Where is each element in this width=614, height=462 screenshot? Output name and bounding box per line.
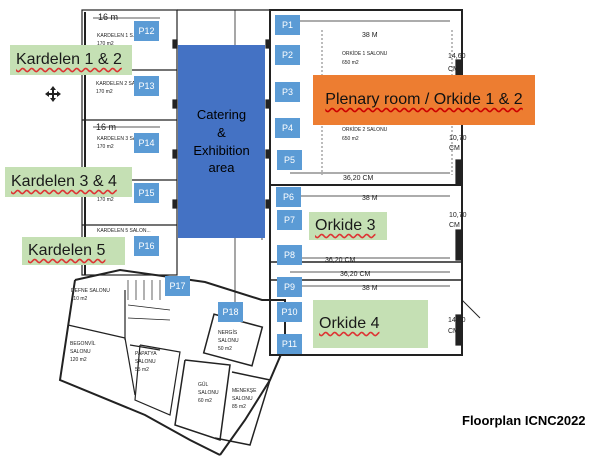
orkide-4-text: Orkide 4 xyxy=(319,315,380,332)
kardelen-3-4-text: Kardelen 3 & 4 xyxy=(11,173,117,190)
orkide1-room-area: 650 m2 xyxy=(342,60,359,66)
menekse-room-suffix: SALONU xyxy=(232,396,253,402)
cm-label-2: CM xyxy=(448,328,459,335)
poster-p10: P10 xyxy=(277,302,302,322)
kardelen3-room-name: KARDELEN 3 SALO... xyxy=(97,136,147,142)
kardelen-3-4-label: Kardelen 3 & 4 xyxy=(5,167,132,197)
kardelen1-room-area: 170 m2 xyxy=(97,41,114,47)
begonvil-room-suffix: SALONU xyxy=(70,349,91,355)
poster-p6: P6 xyxy=(276,187,301,207)
catering-line-3: Exhibition xyxy=(193,142,250,158)
poster-p8: P8 xyxy=(277,245,302,265)
poster-p15: P15 xyxy=(134,183,159,203)
catering-line-1: Catering xyxy=(196,107,247,123)
catering-line-2: & xyxy=(217,124,226,140)
kardelen2-room-name: KARDELEN 2 SALO... xyxy=(96,81,146,87)
papatya-room-suffix: SALONU xyxy=(135,359,156,365)
defne-room-name: DEFNE SALONU xyxy=(71,288,110,294)
kardelen5-room-name: KARDELEN 5 SALON... xyxy=(97,228,151,234)
dim-16m-top: 16 m xyxy=(98,12,118,22)
poster-p12: P12 xyxy=(134,21,159,41)
floorplan-title: Floorplan ICNC2022 xyxy=(462,413,586,428)
orkide-3-text: Orkide 3 xyxy=(315,217,376,234)
poster-p5: P5 xyxy=(277,150,302,170)
defne-room-area: 110 m2 xyxy=(71,296,88,302)
kardelen-1-2-label: Kardelen 1 & 2 xyxy=(10,45,132,75)
papatya-room-area: 55 m2 xyxy=(135,367,149,373)
nergis-room-area: 50 m2 xyxy=(218,346,232,352)
dim-3620-2: 36,20 CM xyxy=(325,257,356,264)
dim-16m-mid: 16 m xyxy=(96,122,116,132)
orkide-3-label: Orkide 3 xyxy=(309,212,387,240)
plenary-room-label: Plenary room / Orkide 1 & 2 xyxy=(313,75,535,125)
begonvil-room-name: BEGONVİL xyxy=(70,340,96,347)
papatya-room-name: PAPATYA xyxy=(135,351,157,357)
orkide-4-label: Orkide 4 xyxy=(313,300,428,348)
gul-room-name: GÜL xyxy=(198,381,209,388)
poster-p4: P4 xyxy=(275,118,300,138)
dim-1460-1: 14,60 xyxy=(448,53,466,60)
kardelen-1-2-text: Kardelen 1 & 2 xyxy=(16,51,122,68)
dim-38m-3: 38 M xyxy=(362,285,378,292)
poster-p2: P2 xyxy=(275,45,300,65)
poster-p18: P18 xyxy=(218,302,243,322)
poster-p13: P13 xyxy=(134,76,159,96)
poster-p14: P14 xyxy=(134,133,159,153)
dim-3620-1: 36,20 CM xyxy=(343,175,374,182)
menekse-room-area: 85 m2 xyxy=(232,404,246,410)
dim-1070-2: 10,70 xyxy=(449,212,467,219)
cm-label-4: CM xyxy=(449,222,460,229)
nergis-room-suffix: SALONU xyxy=(218,338,239,344)
kardelen2-room-area: 170 m2 xyxy=(96,89,113,95)
dim-38m-2: 38 M xyxy=(362,195,378,202)
cm-label-3: CM xyxy=(449,145,460,152)
orkide2-room-name: ORKİDE 2 SALONU xyxy=(342,126,388,133)
kardelen1-room-name: KARDELEN 1 S... xyxy=(97,33,137,39)
dim-1460-2: 14,60 xyxy=(448,317,466,324)
poster-p17: P17 xyxy=(165,276,190,296)
menekse-room-name: MENEKŞE xyxy=(232,388,257,394)
gul-room-suffix: SALONU xyxy=(198,390,219,396)
dim-38m-1: 38 M xyxy=(362,32,378,39)
dim-3620-3: 36,20 CM xyxy=(340,271,371,278)
kardelen4-room-area: 170 m2 xyxy=(97,197,114,203)
nergis-room-name: NERGİS xyxy=(218,329,238,336)
gul-room-area: 60 m2 xyxy=(198,398,212,404)
plenary-room-text: Plenary room / Orkide 1 & 2 xyxy=(325,91,523,108)
move-cursor-icon xyxy=(45,86,61,102)
poster-p7: P7 xyxy=(277,210,302,230)
poster-p9: P9 xyxy=(277,277,302,297)
orkide1-room-name: ORKİDE 1 SALONU xyxy=(342,50,388,57)
kardelen3-room-area: 170 m2 xyxy=(97,144,114,150)
catering-exhibition-area: Catering & Exhibition area xyxy=(178,45,265,238)
begonvil-room-area: 120 m2 xyxy=(70,357,87,363)
poster-p16: P16 xyxy=(134,236,159,256)
poster-p3: P3 xyxy=(275,82,300,102)
orkide2-room-area: 650 m2 xyxy=(342,136,359,142)
poster-p1: P1 xyxy=(275,15,300,35)
kardelen-5-label: Kardelen 5 xyxy=(22,237,125,265)
kardelen-5-text: Kardelen 5 xyxy=(28,242,106,259)
dim-1070-1: 10,70 xyxy=(449,135,467,142)
cm-label-1: CM xyxy=(448,66,459,73)
poster-p11: P11 xyxy=(277,334,302,354)
catering-line-4: area xyxy=(208,160,235,176)
